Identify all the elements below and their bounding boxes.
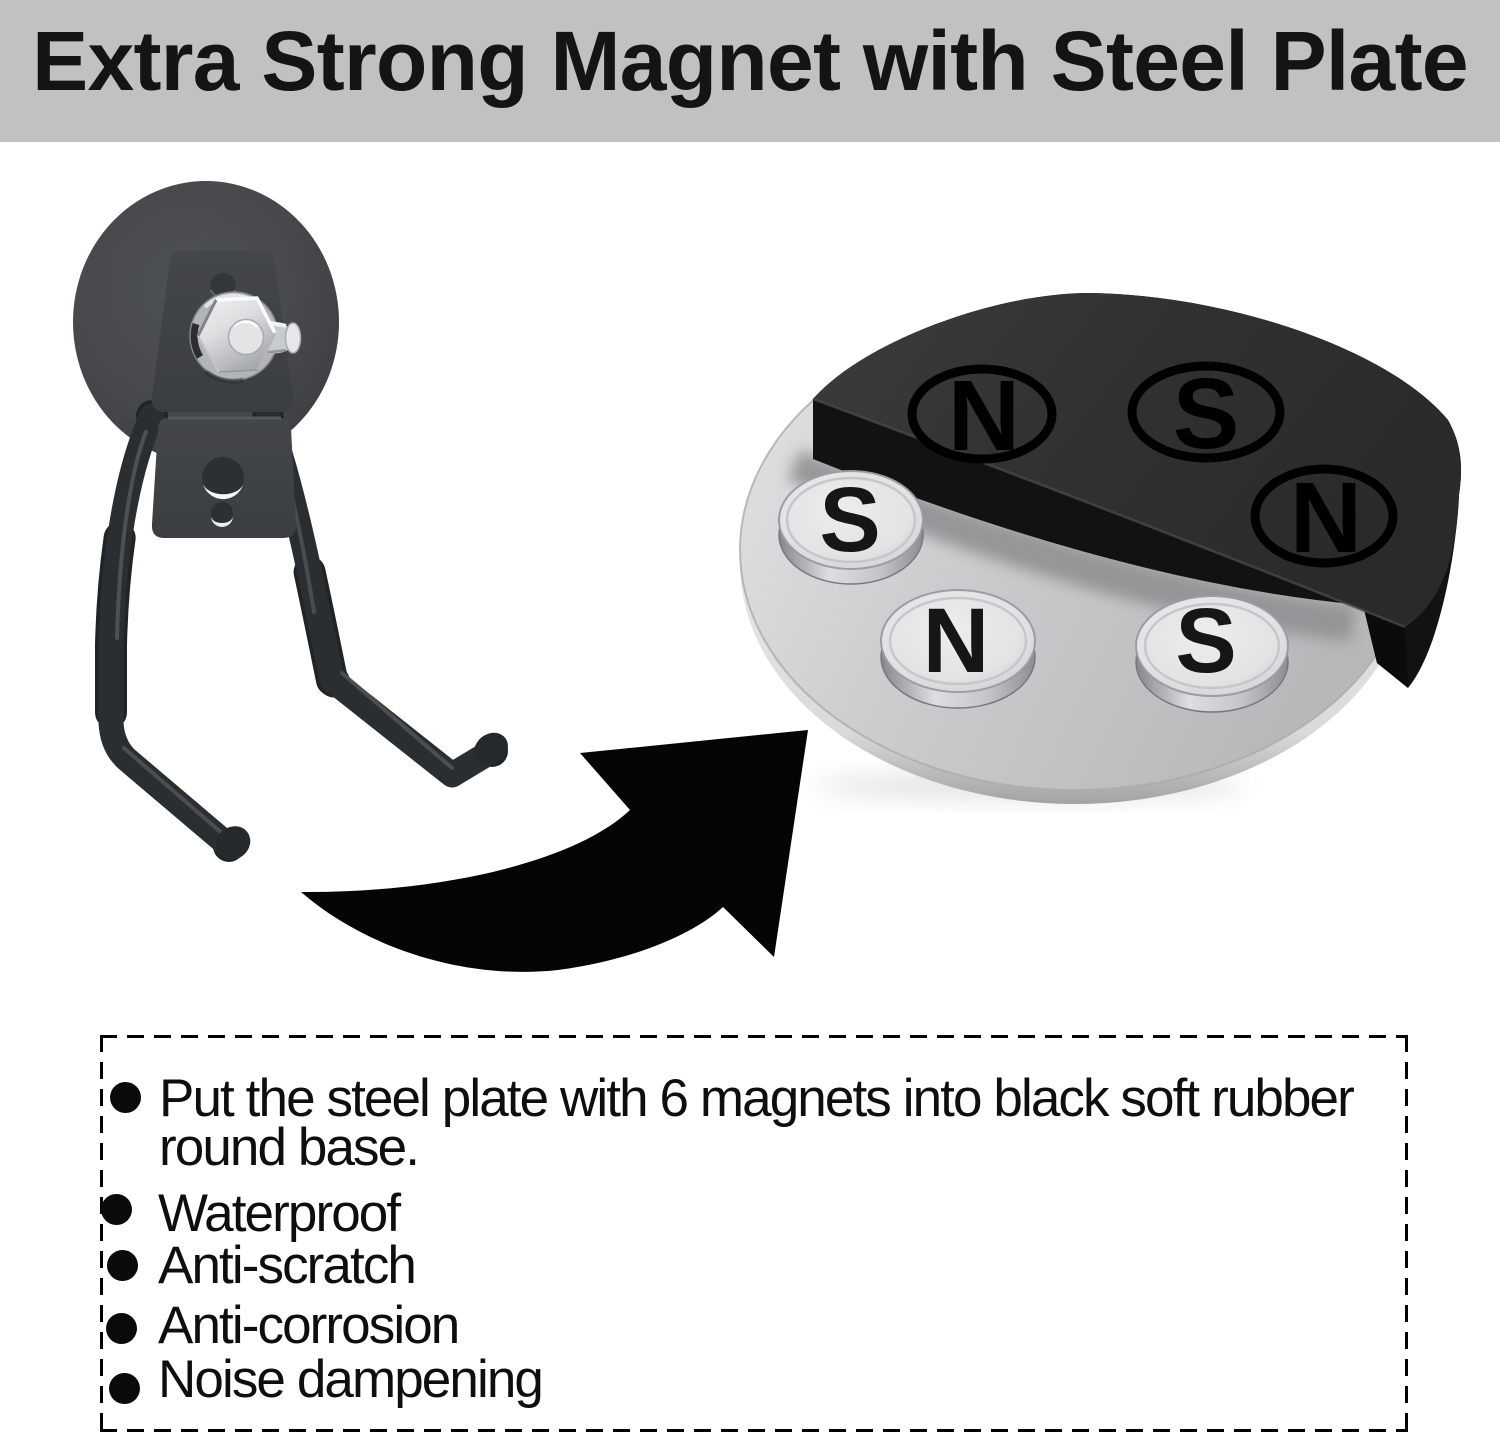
svg-text:N: N <box>1290 462 1362 574</box>
svg-text:S: S <box>1173 358 1240 470</box>
svg-text:N: N <box>923 590 989 692</box>
svg-text:S: S <box>1175 590 1236 692</box>
svg-text:S: S <box>819 469 880 571</box>
svg-text:N: N <box>948 360 1020 472</box>
